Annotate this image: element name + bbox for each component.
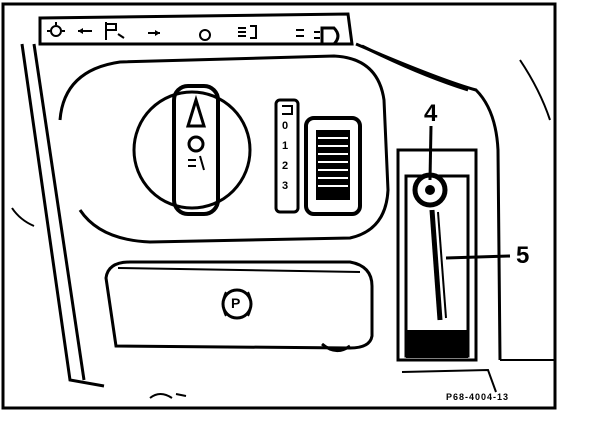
fog-light-icon (296, 29, 304, 37)
top-switch-strip (38, 12, 354, 46)
dipped-beam-icon (238, 25, 257, 39)
figure-code: P68-4004-13 (446, 392, 510, 402)
arrow-icon (148, 30, 160, 36)
parking-light-icon (105, 22, 125, 40)
figure-border (1, 2, 557, 410)
callout-label-4: 4 (424, 100, 438, 127)
arrow-icon (78, 28, 92, 34)
parking-brake-panel (104, 260, 374, 352)
fog-symbol-icon (188, 155, 205, 171)
lower-details (11, 59, 556, 399)
interior-light-icon (47, 22, 65, 37)
leader-line-5 (445, 254, 511, 260)
position-switch (274, 98, 300, 214)
switch-position-0: 0 (282, 120, 289, 132)
callout-label-5: 5 (516, 242, 530, 269)
dashboard-panel (20, 42, 502, 388)
switch-position-3: 3 (282, 180, 289, 192)
switch-position-1: 1 (282, 140, 289, 152)
thumbwheel (304, 116, 362, 216)
fog-lamp-icon (314, 26, 340, 46)
leader-line-4 (428, 125, 433, 181)
light-switch-knob (132, 84, 252, 216)
hood-release-slot (396, 148, 478, 362)
switch-position-2: 2 (282, 160, 289, 172)
parking-brake-symbol: P (231, 295, 241, 311)
headlamp-range-icon (199, 29, 211, 41)
